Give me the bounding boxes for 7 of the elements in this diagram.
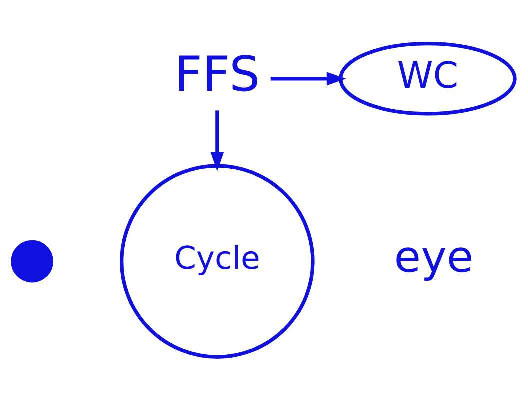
node-label: eye	[394, 233, 474, 284]
node-ellipse: WC	[339, 42, 517, 116]
node-circle: Cycle	[120, 164, 315, 359]
node-text: FFS	[174, 47, 260, 104]
arrow	[270, 72, 346, 86]
arrow	[210, 110, 224, 172]
node-circle	[11, 240, 54, 283]
